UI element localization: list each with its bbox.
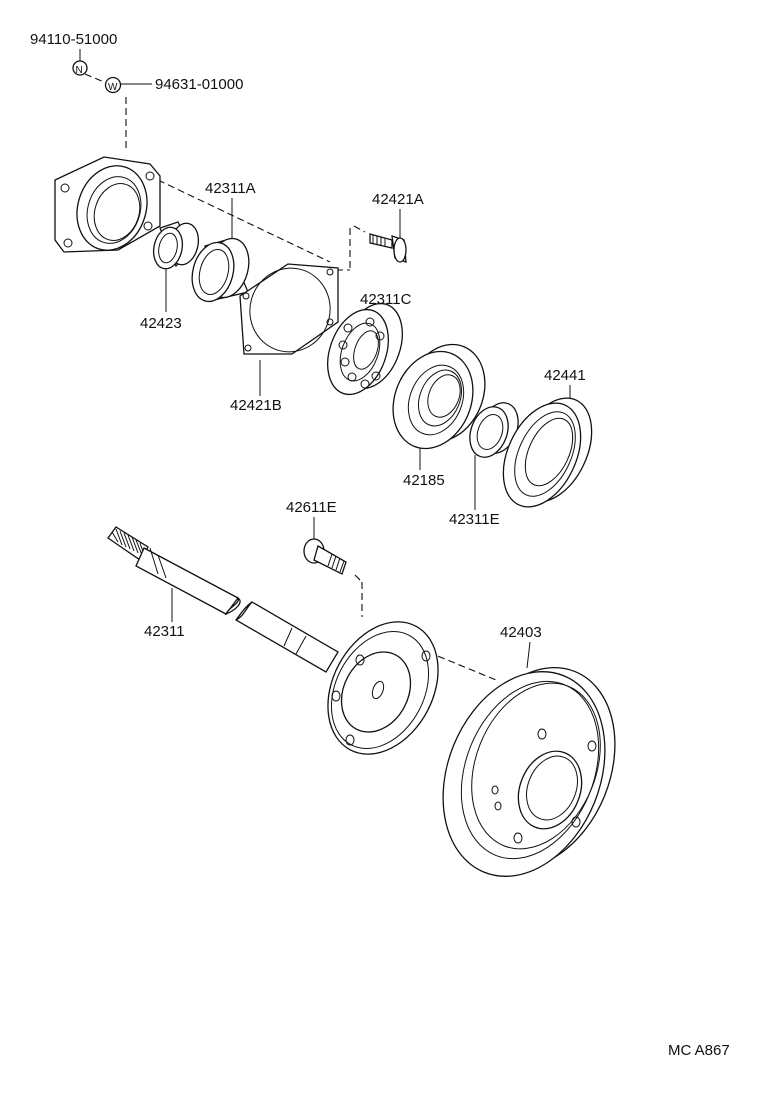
label-retainer-gasket[interactable]: 42421B [230, 397, 282, 414]
oil-seal-icon[interactable] [379, 332, 499, 460]
label-inner-race[interactable]: 42441 [544, 367, 586, 384]
bearing-outer-race-icon[interactable] [186, 234, 255, 306]
ball-bearing-icon[interactable] [317, 295, 414, 403]
label-bearing-inner-ring[interactable]: 42423 [140, 315, 182, 332]
hub-bolt-icon[interactable] [303, 538, 347, 575]
svg-text:W: W [108, 82, 118, 93]
label-axle-shaft[interactable]: 42311 [144, 623, 185, 640]
label-oil-seal[interactable]: 42185 [403, 472, 445, 489]
bolt-icon[interactable] [369, 233, 407, 263]
leader-lines [79, 49, 571, 669]
bearing-inner-ring-icon[interactable] [150, 221, 202, 272]
retainer-gasket-icon[interactable] [239, 259, 340, 361]
retainer-ring-icon[interactable] [463, 397, 525, 462]
inner-race-icon[interactable] [488, 386, 607, 519]
label-bolt[interactable]: 42421A [372, 191, 424, 208]
label-washer[interactable]: 94631-01000 [155, 76, 243, 93]
label-bearing-outer-race[interactable]: 42311A [205, 180, 256, 197]
label-nut[interactable]: 94110-51000 [30, 31, 117, 48]
svg-text:N: N [76, 65, 83, 76]
label-brake-drum[interactable]: 42403 [500, 624, 542, 641]
label-bearing-ball[interactable]: 42311C [360, 291, 412, 308]
brake-drum-icon[interactable] [414, 644, 644, 901]
diagram-code: MC A867 [668, 1042, 730, 1059]
axle-shaft-icon[interactable] [107, 526, 460, 773]
label-hub-bolt[interactable]: 42611E [286, 499, 337, 516]
bearing-housing-icon[interactable] [54, 156, 161, 260]
label-retainer-ring[interactable]: 42311E [449, 511, 500, 528]
washer-icon[interactable]: W [104, 76, 122, 94]
nut-icon[interactable]: N [72, 60, 88, 76]
